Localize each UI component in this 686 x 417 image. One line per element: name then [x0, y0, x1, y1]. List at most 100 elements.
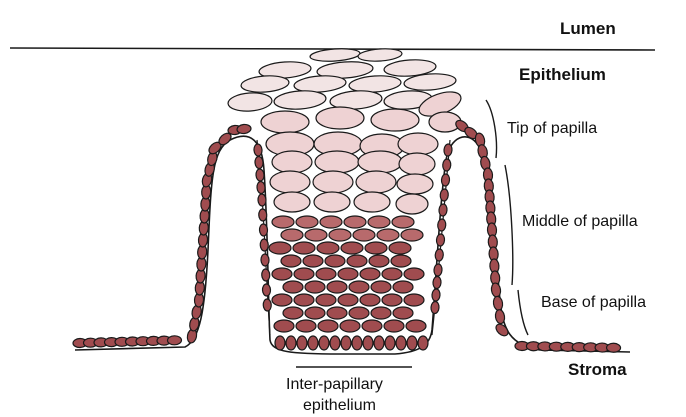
papilla-cell: [434, 264, 443, 277]
basal-cell: [404, 268, 424, 280]
papilla-cell: [261, 269, 270, 281]
papilla-cell: [444, 144, 453, 157]
basal-cell: [283, 307, 303, 319]
middle-cell: [356, 171, 396, 193]
papilla-cell: [258, 209, 267, 221]
basal-cell: [344, 216, 366, 228]
basal-cell: [308, 336, 318, 350]
papilla-cell: [167, 336, 181, 345]
label-tip-of-papilla: Tip of papilla: [507, 120, 597, 137]
flat-cell: [227, 91, 272, 112]
label-base-of-papilla: Base of papilla: [541, 294, 646, 311]
base-bracket: [518, 290, 528, 335]
papilla-cell: [254, 144, 263, 157]
basal-cell: [341, 242, 363, 254]
middle-cell: [358, 151, 402, 173]
basal-cell: [325, 255, 345, 267]
basal-cell: [393, 281, 413, 293]
basal-cell: [362, 320, 382, 332]
basal-cell: [365, 242, 387, 254]
basal-cell: [369, 255, 389, 267]
papilla-cell: [431, 301, 440, 314]
papilla-cell: [439, 204, 448, 217]
basal-cell: [407, 336, 417, 350]
basal-cell: [327, 307, 347, 319]
papilla-cell: [260, 239, 269, 251]
basal-cell: [382, 294, 402, 306]
papilla-cell: [440, 189, 449, 202]
basal-cell: [396, 336, 406, 350]
label-middle-of-papilla: Middle of papilla: [522, 213, 638, 230]
basal-cell: [327, 281, 347, 293]
basal-cell: [363, 336, 373, 350]
basal-cell: [349, 281, 369, 293]
basal-cell: [353, 229, 375, 241]
papilla-cell: [606, 343, 620, 352]
papilla-cell: [259, 224, 268, 236]
basal-cell: [374, 336, 384, 350]
middle-cell: [272, 151, 312, 173]
middle-cell: [270, 171, 310, 193]
basal-cell: [389, 242, 411, 254]
label-inter-papillary-line2: epithelium: [303, 397, 376, 414]
basal-cell: [297, 336, 307, 350]
basal-cell: [401, 229, 423, 241]
label-lumen: Lumen: [560, 19, 616, 38]
basal-cell: [371, 281, 391, 293]
basal-cell: [286, 336, 296, 350]
basal-cell: [352, 336, 362, 350]
papilla-cell: [491, 282, 502, 297]
middle-cell: [274, 192, 310, 212]
tip-cell: [371, 109, 419, 131]
papilla-cell: [433, 276, 442, 289]
flat-cell: [273, 89, 326, 111]
papilla-cell: [257, 181, 266, 194]
basal-cell: [318, 320, 338, 332]
basal-cell: [391, 255, 411, 267]
basal-cell: [317, 242, 339, 254]
middle-cells: [270, 151, 435, 214]
basal-cell: [275, 336, 285, 350]
middle-cell: [315, 151, 359, 173]
middle-cell: [354, 192, 390, 212]
middle-cell: [399, 153, 435, 175]
label-inter-papillary-line1: Inter-papillary: [286, 376, 383, 393]
basal-cell: [368, 216, 390, 228]
tip-bracket: [486, 100, 497, 158]
papilla-cell: [261, 254, 270, 266]
middle-cell: [313, 171, 353, 193]
papilla-cell: [256, 169, 265, 182]
basal-cell: [392, 216, 414, 228]
basal-cell: [338, 294, 358, 306]
basal-cell: [330, 336, 340, 350]
papilla-cell: [436, 234, 445, 247]
basal-cell: [385, 336, 395, 350]
basal-cell: [281, 229, 303, 241]
basal-cell: [274, 320, 294, 332]
papilla-cell: [255, 156, 264, 169]
basal-cell: [305, 229, 327, 241]
papilla-cell: [262, 284, 271, 296]
papilla-cell: [437, 219, 446, 232]
basal-cell: [382, 268, 402, 280]
middle-bracket: [505, 165, 513, 285]
basal-cell: [294, 268, 314, 280]
basal-cell: [316, 268, 336, 280]
basal-cell: [319, 336, 329, 350]
basal-cell: [371, 307, 391, 319]
middle-cell: [314, 192, 350, 212]
basal-cell: [384, 320, 404, 332]
tip-cell: [261, 111, 309, 133]
basal-cell: [272, 216, 294, 228]
basal-cell: [393, 307, 413, 319]
papilla-cell: [441, 174, 450, 187]
basal-cell: [272, 294, 292, 306]
basal-cell: [294, 294, 314, 306]
basal-cells: [269, 216, 428, 350]
papilla-cell: [435, 249, 444, 262]
papilla-cell: [493, 296, 504, 311]
basal-cell: [340, 320, 360, 332]
basal-cell: [305, 307, 325, 319]
